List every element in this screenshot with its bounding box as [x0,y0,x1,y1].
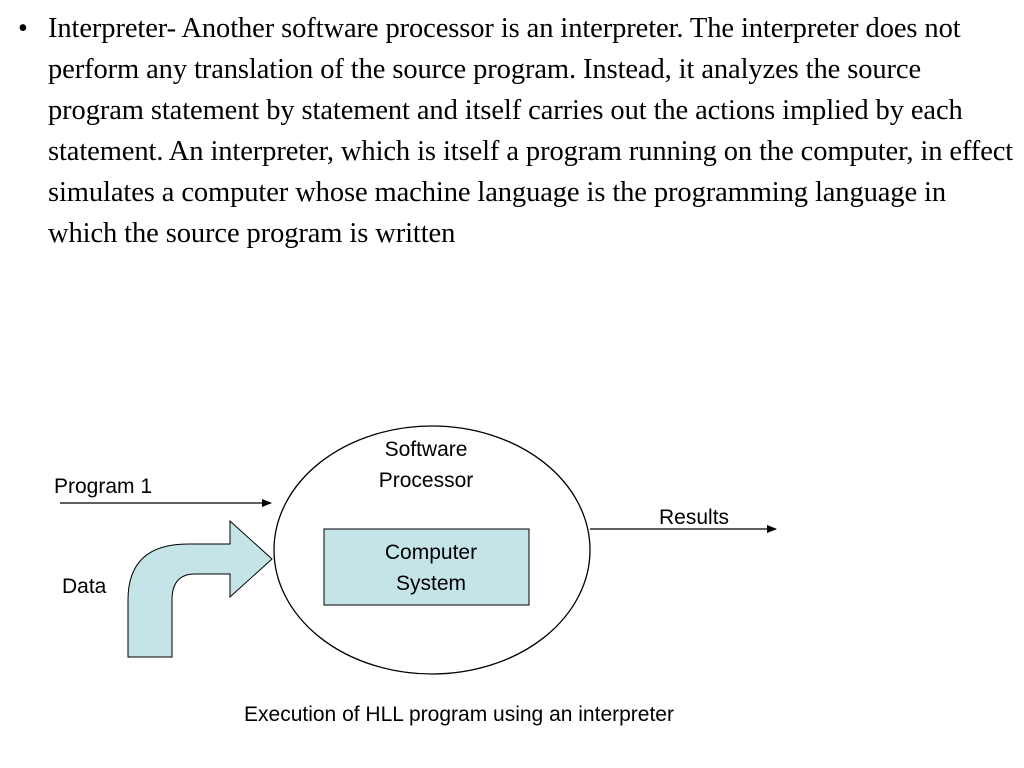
computer-system-box [323,528,530,606]
data-input-arrow [127,519,273,658]
system-label-line2: System [396,572,466,595]
data-label: Data [62,575,107,598]
processor-label-line1: Software [385,438,468,461]
diagram-caption: Execution of HLL program using an interp… [244,703,674,726]
system-label-line1: Computer [385,541,477,564]
processor-label-line2: Processor [379,469,474,492]
program-label: Program 1 [54,475,152,498]
interpreter-description: Interpreter- Another software processor … [48,13,1014,249]
bullet-marker: • [18,13,28,44]
results-label: Results [659,506,729,529]
bullet-point: • Interpreter- Another software processo… [14,8,1014,254]
